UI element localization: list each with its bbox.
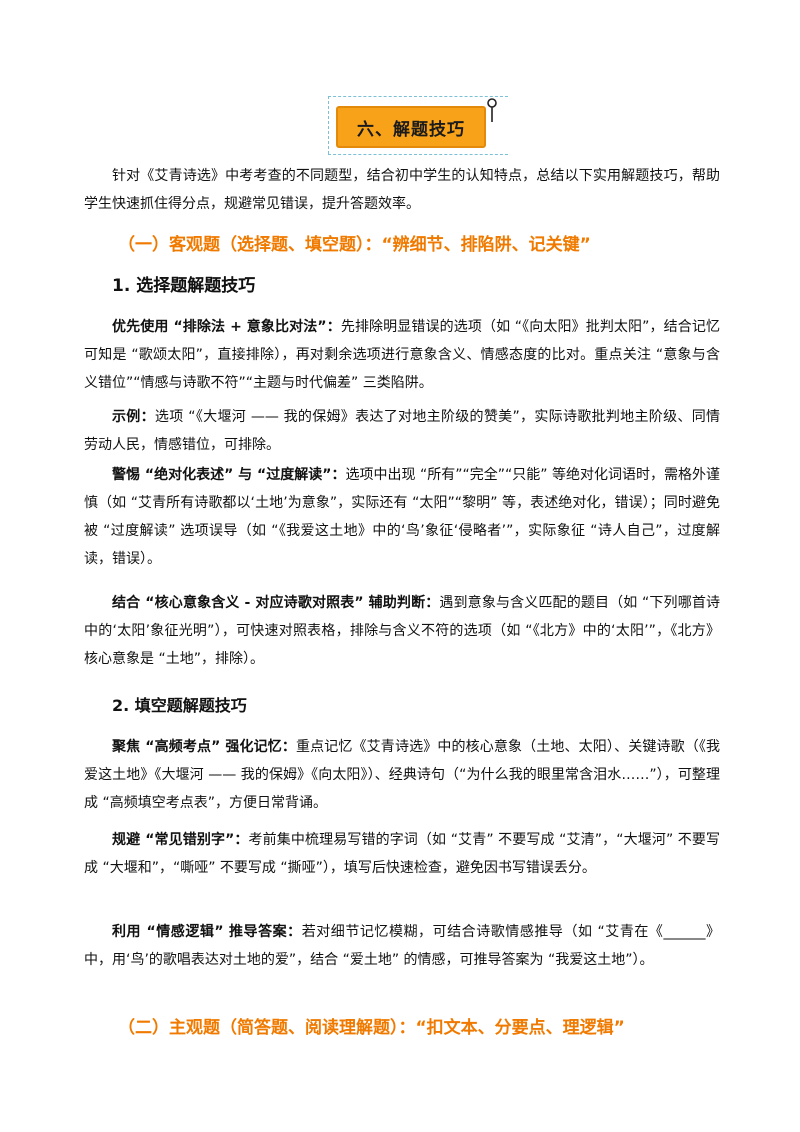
section-title: 六、解题技巧 [357, 119, 465, 140]
badge-dashed-border [328, 154, 508, 155]
paragraph-lead: 警惕 “绝对化表述” 与 “过度解读”： [112, 467, 346, 483]
paragraph-body: 选项 “《大堰河 —— 我的保姆》表达了对地主阶级的赞美”，实际诗歌批判地主阶级… [84, 409, 720, 453]
paragraph-lead: 利用 “情感逻辑” 推导答案： [112, 924, 302, 940]
paragraph-body: 考前集中梳理易写错的字词（如 “艾青” 不要写成 “艾清”，“大堰河” 不要写成… [84, 832, 720, 876]
sub2-paragraph-3: 利用 “情感逻辑” 推导答案：若对细节记忆模糊，可结合诗歌情感推导（如 “艾青在… [84, 918, 720, 974]
sub2-heading: 2. 填空题解题技巧 [112, 696, 247, 715]
badge-dashed-border [328, 96, 508, 97]
part1-heading: （一）客观题（选择题、填空题）：“辨细节、排陷阱、记关键” [118, 235, 591, 255]
paragraph-body: 遇到意象与含义匹配的题目（如 “下列哪首诗中的‘太阳’象征光明”），可快速对照表… [84, 595, 721, 667]
section-badge: 六、解题技巧 [320, 96, 510, 156]
paragraph-lead: 示例： [112, 409, 155, 425]
paragraph-lead: 优先使用 “排除法 + 意象比对法”： [112, 319, 341, 335]
sub1-paragraph-1: 优先使用 “排除法 + 意象比对法”：先排除明显错误的选项（如 “《向太阳》批判… [84, 313, 720, 397]
paragraph-lead: 规避 “常见错别字”： [112, 832, 249, 848]
paragraph-lead: 聚焦 “高频考点” 强化记忆： [112, 739, 297, 755]
pin-icon [486, 98, 498, 124]
paragraph-lead: 结合 “核心意象含义 - 对应诗歌对照表” 辅助判断： [112, 595, 440, 611]
part2-heading: （二）主观题（简答题、阅读理解题）：“扣文本、分要点、理逻辑” [118, 1018, 625, 1038]
badge-box: 六、解题技巧 [336, 106, 486, 148]
badge-dashed-border [328, 96, 329, 154]
paragraph-body: 若对细节记忆模糊，可结合诗歌情感推导（如 “艾青在《______》中，用‘鸟’的… [84, 924, 721, 968]
sub1-paragraph-3: 警惕 “绝对化表述” 与 “过度解读”：选项中出现 “所有”“完全”“只能” 等… [84, 461, 720, 573]
paragraph-body: 选项中出现 “所有”“完全”“只能” 等绝对化词语时，需格外谨慎（如 “艾青所有… [84, 467, 720, 567]
sub1-paragraph-4: 结合 “核心意象含义 - 对应诗歌对照表” 辅助判断：遇到意象与含义匹配的题目（… [84, 589, 720, 673]
sub2-paragraph-2: 规避 “常见错别字”：考前集中梳理易写错的字词（如 “艾青” 不要写成 “艾清”… [84, 826, 720, 882]
intro-paragraph: 针对《艾青诗选》中考考查的不同题型，结合初中学生的认知特点，总结以下实用解题技巧… [84, 168, 720, 212]
sub1-heading: 1. 选择题解题技巧 [112, 276, 256, 296]
paragraph-body: 重点记忆《艾青诗选》中的核心意象（土地、太阳）、关键诗歌（《我爱这土地》《大堰河… [84, 739, 720, 811]
sub1-paragraph-2: 示例：选项 “《大堰河 —— 我的保姆》表达了对地主阶级的赞美”，实际诗歌批判地… [84, 403, 720, 459]
paragraph-body: 先排除明显错误的选项（如 “《向太阳》批判太阳”，结合记忆可知是 “歌颂太阳”，… [84, 319, 720, 391]
sub2-paragraph-1: 聚焦 “高频考点” 强化记忆：重点记忆《艾青诗选》中的核心意象（土地、太阳）、关… [84, 733, 720, 817]
